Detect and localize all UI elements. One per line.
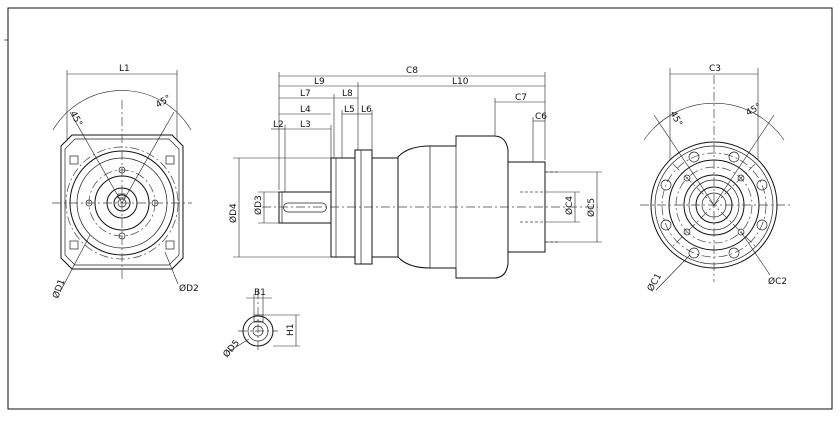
- c2-leader: [740, 231, 771, 276]
- rear-tap-2: [737, 228, 745, 236]
- angle-ray-left: [69, 111, 123, 204]
- rear-bolt-8: [688, 151, 700, 163]
- drawing-frame: [7, 7, 833, 410]
- label-l5: L5: [344, 105, 355, 115]
- corner-hole-br: [165, 240, 175, 250]
- side-flange: [330, 157, 356, 258]
- label-l7: L7: [300, 89, 311, 99]
- d1-leader: [59, 234, 91, 293]
- label-l1: L1: [119, 64, 130, 74]
- corner-hole-tl: [69, 155, 79, 165]
- rear-angle-arc: [643, 102, 785, 141]
- angle-ray-right: [121, 111, 175, 204]
- c1-leader: [655, 254, 691, 291]
- front-flange-view: [52, 70, 192, 293]
- rear-tap-1: [737, 174, 745, 182]
- label-l2: L2: [273, 120, 284, 130]
- label-c6: C6: [535, 112, 547, 122]
- d2-leader: [164, 251, 179, 285]
- rear-bolt-6: [660, 219, 672, 231]
- d5-leader: [227, 338, 250, 353]
- keyway-slot: [283, 202, 327, 213]
- label-d2: ØD2: [179, 283, 199, 294]
- label-d1: ØD1: [50, 278, 67, 300]
- rear-tap-4: [683, 174, 691, 182]
- section-key: [253, 314, 264, 323]
- label-l3: L3: [300, 120, 311, 130]
- label-c5: ØC5: [586, 198, 597, 217]
- label-l4: L4: [300, 105, 311, 115]
- label-c2: ØC2: [768, 276, 787, 287]
- label-h1: H1: [286, 324, 296, 337]
- label-d5: ØD5: [221, 338, 242, 360]
- square-flange-inner: [64, 138, 180, 266]
- corner-hole-bl: [69, 240, 79, 250]
- label-l9: L9: [314, 77, 325, 87]
- input-shaft: [278, 191, 332, 224]
- side-body: [397, 135, 509, 279]
- label-d3: ØD3: [253, 195, 264, 215]
- rear-angle-ray-right: [713, 114, 775, 206]
- label-c8: C8: [406, 66, 418, 76]
- label-angle-front-right: 45°: [154, 94, 173, 111]
- label-l8: L8: [342, 89, 353, 99]
- rear-tap-3: [683, 228, 691, 236]
- rear-view: [640, 68, 790, 291]
- label-angle-front-left: 45°: [67, 110, 83, 129]
- label-b1: B1: [254, 288, 266, 298]
- rear-bolt-7: [660, 179, 672, 191]
- label-c4: ØC4: [564, 196, 575, 215]
- label-d4: ØD4: [228, 203, 239, 223]
- corner-hole-tr: [165, 155, 175, 165]
- side-neck: [371, 157, 399, 258]
- label-angle-rear-right: 45°: [745, 102, 764, 119]
- shaft-section-view: [227, 290, 300, 353]
- rear-bolt-5: [688, 247, 700, 259]
- label-c3: C3: [709, 64, 721, 74]
- rear-bolt-2: [756, 179, 768, 191]
- label-l6: L6: [361, 105, 372, 115]
- label-l10: L10: [452, 77, 469, 87]
- rear-bolt-3: [756, 219, 768, 231]
- rear-angle-ray-left: [653, 114, 715, 206]
- rear-bolt-4: [728, 247, 740, 259]
- rear-bolt-1: [728, 151, 740, 163]
- label-c1: ØC1: [645, 271, 664, 293]
- side-view: [233, 72, 602, 279]
- label-c7: C7: [515, 93, 527, 103]
